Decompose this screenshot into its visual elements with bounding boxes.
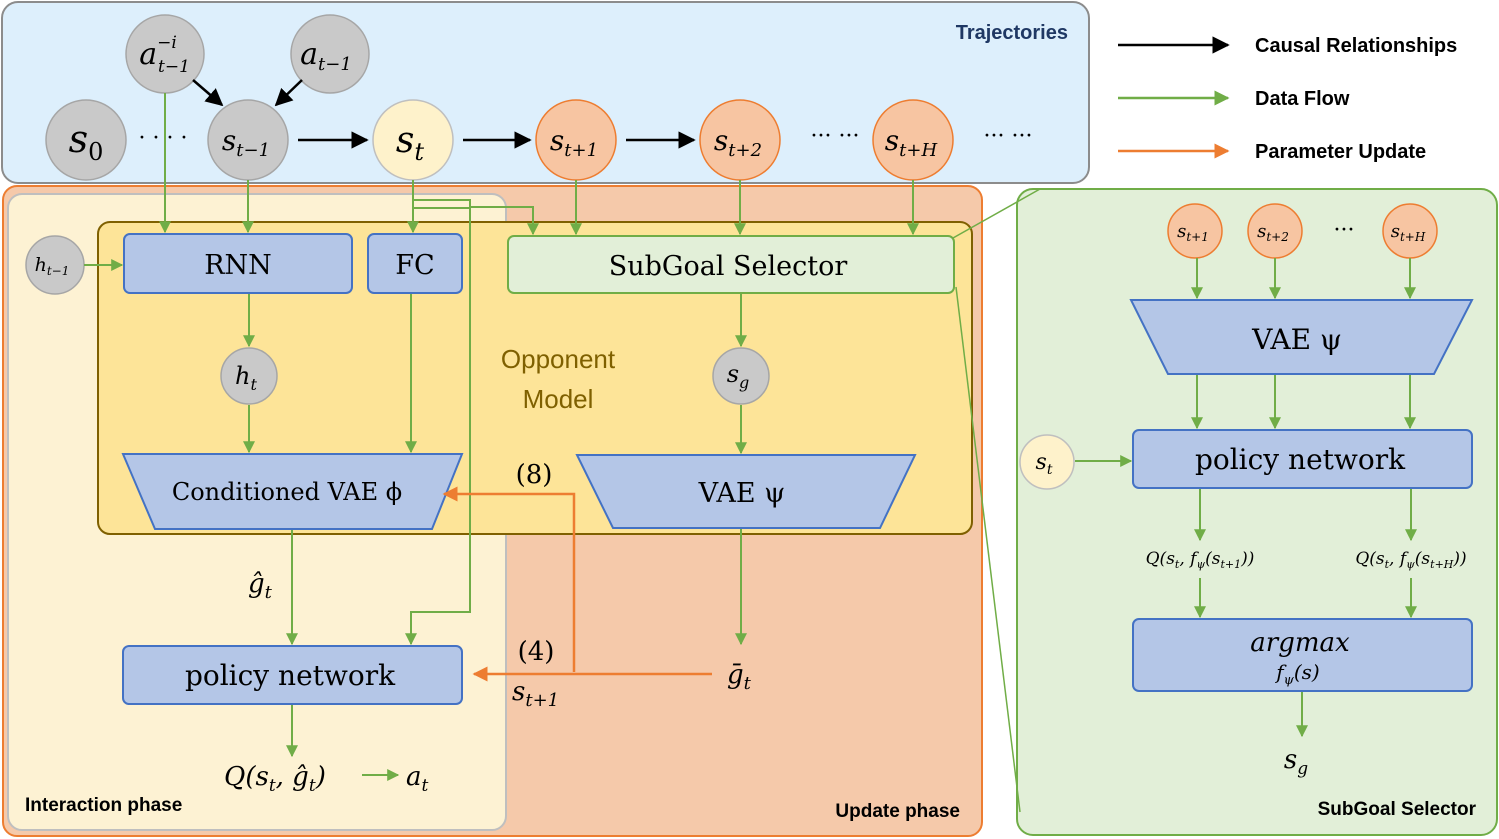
fc-box (367, 233, 463, 294)
panel-argmax-label: argmax (1250, 628, 1350, 658)
node-s-tpH: st+H (885, 124, 938, 161)
node-ht: ht (235, 362, 257, 394)
node-ht-circle (220, 347, 278, 405)
update-phase-label: Update phase (835, 801, 960, 822)
panel-q2-label: Q(st, fψ(st+H)) (1355, 549, 1466, 571)
node-h-tm1: ht−1 (35, 254, 70, 278)
opponent-model-label-2: Model (523, 384, 594, 414)
node-s-tp1: st+1 (550, 124, 598, 161)
node-a-tm1-circle (290, 14, 370, 94)
s-next-label: st+1 (512, 677, 559, 711)
policy-network-box (122, 645, 463, 705)
zoom-line-bottom (955, 286, 1021, 813)
legend-param-label: Parameter Update (1255, 141, 1426, 163)
dots-mid: ··· ··· (811, 124, 860, 149)
panel-st-circle (1019, 434, 1075, 490)
g-bar-label: ḡt (727, 660, 752, 694)
opponent-model-label-1: Opponent (501, 344, 616, 374)
legend-dataflow-label: Data Flow (1255, 88, 1350, 110)
node-a-opp-circle (125, 14, 205, 94)
vae-label: VAE ψ (698, 478, 786, 509)
subgoal-panel-label: SubGoal Selector (1318, 799, 1477, 820)
causal-arrow-a-tm1 (274, 79, 303, 107)
q-output-label: Q(st, ĝt) (224, 762, 326, 796)
rnn-box (123, 233, 353, 294)
panel-s-tpH: st+H (1391, 221, 1426, 244)
panel-vae-shape (1129, 299, 1474, 375)
node-st: st (396, 120, 424, 166)
conditioned-vae-label: Conditioned VAE ϕ (172, 478, 402, 506)
node-s0-circle (45, 99, 127, 181)
zoom-line-top (952, 188, 1041, 239)
legend-causal-label: Causal Relationships (1255, 35, 1457, 57)
interaction-phase-label: Interaction phase (25, 795, 182, 816)
dots-right: ··· ··· (984, 124, 1033, 149)
panel-argmax-box (1132, 618, 1473, 692)
subgoal-selector-label: SubGoal Selector (609, 251, 848, 282)
node-sg: sg (727, 360, 750, 392)
panel-policy-box (1132, 429, 1473, 489)
panel-policy-label: policy network (1195, 443, 1406, 476)
flow-st-to-policy (405, 207, 471, 646)
panel-dots: ··· (1334, 218, 1355, 243)
policy-network-label: policy network (185, 659, 396, 692)
eq4-label: (4) (518, 637, 555, 667)
panel-sg-label: sg (1284, 745, 1308, 779)
panel-s-tp1: st+1 (1177, 221, 1209, 244)
subgoal-selector-box (507, 235, 955, 294)
g-hat-label: ĝt (248, 569, 273, 603)
conditioned-vae-shape (121, 453, 464, 530)
panel-q1-label: Q(st, fψ(st+1)) (1146, 549, 1255, 571)
fc-label: FC (395, 250, 434, 281)
node-sg-circle (712, 347, 770, 405)
subgoal-selector-panel (1016, 188, 1498, 836)
node-s-tm1: st−1 (222, 124, 270, 161)
panel-s-tp2: st+2 (1257, 221, 1289, 244)
at-label: at (406, 762, 429, 796)
trajectories-title: Trajectories (956, 22, 1068, 44)
dots-left: · · · · (139, 126, 188, 151)
panel-st: st (1036, 450, 1053, 478)
eq8-label: (8) (516, 460, 553, 490)
rnn-label: RNN (204, 250, 272, 281)
node-a-tm1: at−1 (300, 37, 352, 75)
panel-argmax-sub: fψ(s) (1274, 660, 1319, 688)
causal-arrow-a-opp (192, 79, 224, 107)
panel-vae-label: VAE ψ (1251, 323, 1342, 356)
update-arrow-8 (442, 486, 576, 672)
node-s0: s0 (69, 117, 104, 166)
node-s-tp2: st+2 (714, 124, 762, 161)
panel-s-tp1-circle (1167, 203, 1223, 259)
vae-shape (575, 454, 917, 529)
